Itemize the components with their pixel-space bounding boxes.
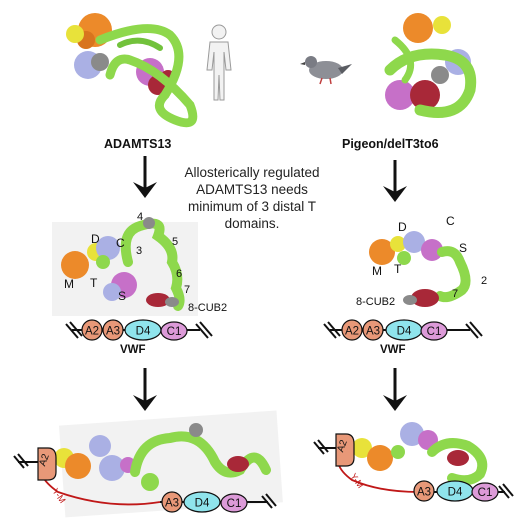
adamts13-structure-bound: [61, 217, 185, 311]
pigeon-structure-top: [384, 13, 477, 118]
cub-label-right: 8-CUB2: [356, 296, 396, 308]
pigeon-icon: [300, 56, 352, 85]
domain-label-s-right: S: [459, 241, 468, 255]
t5-label-left: 5: [172, 236, 179, 248]
a2-label: A2: [37, 452, 52, 468]
panel-background-bottom-left: [58, 410, 283, 518]
a3-label: A3: [106, 326, 120, 338]
c1-label: C1: [478, 487, 493, 499]
vwf-domain-a3-cleaved-right: A3: [413, 480, 435, 502]
vwf-domain-c1-left: C1: [160, 321, 188, 341]
d4-label: D4: [448, 487, 463, 499]
vwf-domain-a2-split-right: A2: [335, 433, 355, 467]
vwf-domain-d4-cleaved-right: D4: [436, 480, 474, 502]
a3-label: A3: [417, 487, 431, 499]
left-protein-title: ADAMTS13: [104, 137, 172, 151]
vwf-domain-d4-cleaved-left: D4: [183, 491, 221, 513]
vwf-label-right: VWF: [380, 344, 406, 356]
t3-label-left: 3: [136, 245, 143, 257]
a2-label: A2: [335, 438, 350, 454]
t7-label-left: 7: [184, 284, 191, 296]
domain-label-m-left: M: [64, 277, 74, 291]
ym-label: Y-M: [348, 471, 365, 490]
vwf-domain-a3-left: A3: [102, 319, 124, 341]
vwf-domain-c1-cleaved-left: C1: [220, 493, 248, 513]
pigeon-structure-bound: [369, 231, 471, 307]
domain-label-t-left: T: [90, 276, 98, 290]
d4-label: D4: [195, 498, 210, 510]
arrow-right-2: [383, 368, 407, 411]
domain-label-c-right: C: [446, 214, 455, 228]
c1-label: C1: [227, 498, 242, 510]
vwf-domain-a2-left: A2: [81, 319, 103, 341]
domain-label-t-right: T: [394, 262, 402, 276]
adamts13-structure-top: [66, 13, 198, 128]
t4-label-left: 4: [137, 211, 144, 223]
vwf-domain-d4-right: D4: [385, 319, 423, 341]
domain-label-m-right: M: [372, 264, 382, 278]
arrow-right-1: [383, 160, 407, 202]
domain-label-c-left: C: [116, 236, 125, 250]
arrow-left-2: [133, 368, 157, 411]
a3-label: A3: [366, 326, 380, 338]
cub-label-left: 8-CUB2: [188, 302, 228, 314]
d4-label: D4: [136, 326, 151, 338]
vwf-domain-a3-right: A3: [362, 319, 384, 341]
vwf-domain-a2-right: A2: [341, 319, 363, 341]
human-icon: [206, 24, 232, 101]
vwf-domain-c1-right: C1: [420, 321, 448, 341]
pigeon-structure-cleaved: [352, 422, 488, 486]
adamts13-structure-cleaved: [54, 423, 271, 491]
c1-label: C1: [427, 326, 442, 338]
domain-label-s-left: S: [118, 289, 127, 303]
a2-label: A2: [85, 326, 99, 338]
arrow-left-1: [133, 156, 157, 198]
vwf-domain-a3-cleaved-left: A3: [161, 491, 183, 513]
vwf-domain-d4-left: D4: [124, 319, 162, 341]
a2-label: A2: [345, 326, 359, 338]
t6-label-left: 6: [176, 268, 183, 280]
t7-label-right: 7: [452, 288, 459, 300]
domain-label-d-right: D: [398, 220, 407, 234]
vwf-domain-c1-cleaved-right: C1: [471, 482, 499, 502]
t2-label-right: 2: [481, 275, 488, 287]
d4-label: D4: [397, 326, 412, 338]
a3-label: A3: [165, 498, 179, 510]
c1-label: C1: [167, 326, 182, 338]
right-protein-title: Pigeon/delT3to6: [342, 137, 439, 151]
domain-label-d-left: D: [91, 232, 100, 246]
vwf-label-left: VWF: [120, 344, 146, 356]
center-note: Allosterically regulated ADAMTS13 needs …: [184, 165, 320, 231]
vwf-domain-a2-split-left: A2: [37, 447, 57, 481]
